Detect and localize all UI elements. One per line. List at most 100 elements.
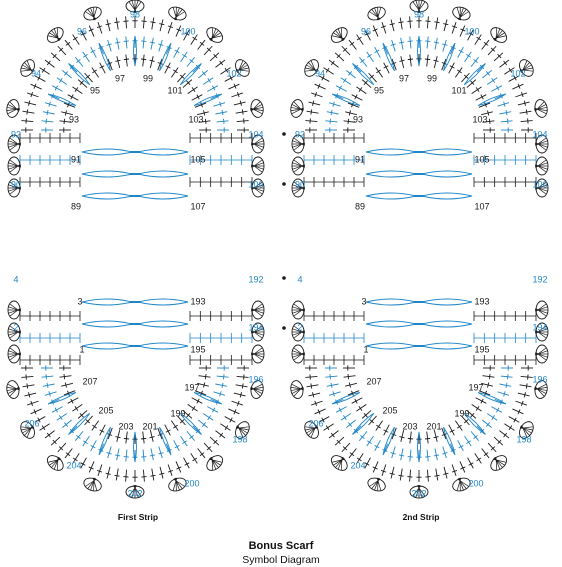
stitch-post [487,45,497,56]
stitch-bar [123,437,130,440]
stitch-bar [329,118,331,124]
stitch-post [72,86,83,95]
round-label: 106 [532,179,547,189]
stitch-bar [67,102,70,108]
stitch-post [500,120,513,123]
stitch-bar [63,373,66,380]
stitch-bar [158,43,164,46]
stitch-post [91,420,100,431]
stitch-post [471,403,482,412]
stitch-post [63,390,76,396]
stitch-post [409,16,412,29]
stitch-bar [390,43,396,46]
stitch-post [99,62,106,74]
petal-loop [81,342,133,350]
stitch-bar [67,390,70,396]
stitch-post [150,37,154,50]
stitch-bar [476,457,482,462]
stitch-bar [76,434,81,439]
stitch-bar [215,93,219,99]
petal-loop [421,298,473,306]
stitch-bar [219,391,222,397]
join-dot [282,182,286,186]
stitch-post [305,120,318,123]
stitch-post [216,120,229,123]
stitch-bar [196,94,200,100]
stitch-bar [321,417,325,423]
stitch-post [198,419,208,428]
stitch-post [426,449,429,462]
stitch-post [400,37,404,50]
stitch-bar [374,49,380,53]
petal-loop [137,192,189,200]
scallop-post [332,458,345,463]
stitch-post [328,430,339,439]
stitch-post [24,101,37,106]
stitch-post [59,375,72,378]
stitch-post [80,457,87,469]
scallop-post [21,426,35,429]
stitch-post [107,58,113,71]
stitch-bar [372,466,378,470]
stitch-bar [499,93,503,99]
petal-loop [352,63,375,86]
stitch-bar [90,445,96,449]
stitch-bar [83,440,88,444]
stitch-post [173,440,180,452]
stitch-post [348,448,357,459]
stitch-bar [483,41,489,46]
stitch-bar [196,398,200,404]
stitch-bar [434,474,440,477]
stitch-bar [206,446,212,451]
stitch-bar [76,59,81,64]
stitch-post [481,448,490,459]
stitch-bar [473,434,478,439]
scallop-post [293,347,305,357]
scallop-post [293,159,305,169]
stitch-bar [505,382,508,389]
stitch-bar [79,80,84,86]
round-label: 192 [532,274,547,284]
stitch-bar [485,422,490,427]
stitch-bar [314,91,317,98]
stitch-bar [369,74,375,79]
stitch-bar [342,47,348,52]
stitch-post [202,413,214,421]
stitch-bar [140,58,147,61]
stitch-bar [229,75,233,81]
stitch-post [454,420,463,431]
stitch-post [61,111,73,116]
stitch-post [224,75,236,82]
round-label: 206 [308,418,323,428]
stitch-bar [470,412,475,418]
stitch-bar [468,32,474,36]
stitch-post [213,102,226,107]
stitch-post [90,46,97,58]
stitch-post [21,120,34,123]
stitch-bar [364,32,370,36]
stitch-bar [425,456,431,458]
scallop-post [250,107,263,114]
petal-loop [331,93,361,106]
stitch-bar [521,400,524,407]
petal-loop [159,426,172,456]
stitch-bar [460,466,466,470]
stitch-bar [195,64,201,70]
scallop-post [251,329,263,339]
stitch-bar [348,110,351,116]
stitch-post [198,70,208,79]
stitch-post [364,29,371,41]
stitch-bar [74,87,79,92]
stitch-bar [443,23,449,26]
stitch-post [187,86,198,95]
stitch-bar [48,101,51,107]
petal-loop [137,320,189,328]
stitch-bar [114,21,120,24]
petal-loop [81,298,133,306]
stitch-post [116,430,121,442]
stitch-post [343,375,356,378]
stitch-post [75,57,84,67]
stitch-post [167,22,173,34]
scallop-post [412,485,422,497]
stitch-post [72,34,80,45]
